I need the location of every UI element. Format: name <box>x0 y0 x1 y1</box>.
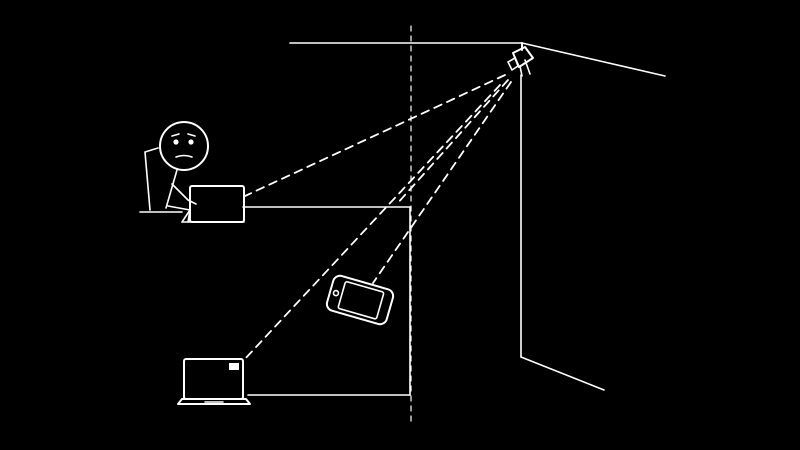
dashed-sight-lines <box>243 74 512 361</box>
sight-line-phone-1 <box>395 79 509 206</box>
ceiling-camera-icon <box>507 42 534 77</box>
room-walls <box>289 42 666 391</box>
desk-outline <box>242 206 411 396</box>
stick-figure-icon <box>139 121 209 223</box>
chair-back <box>144 147 159 211</box>
sight-line-laptop <box>244 74 506 197</box>
person-head <box>159 121 209 171</box>
sight-line-phone-2 <box>372 81 512 284</box>
floor-edge-right <box>520 356 605 391</box>
smartphone-icon <box>325 274 395 326</box>
laptop-open-icon <box>181 185 245 223</box>
person-mouth <box>175 154 193 158</box>
ceiling-edge-right <box>521 42 666 77</box>
laptop-floor-base <box>177 398 251 405</box>
person-arm <box>171 183 197 205</box>
laptop-floor-screen-highlight <box>229 363 239 370</box>
laptop-front-icon <box>177 358 251 405</box>
laptop-lid <box>189 185 245 223</box>
person-eye-left <box>173 139 179 145</box>
person-body <box>165 169 178 209</box>
phone-body <box>325 274 395 326</box>
sight-line-floor-laptop <box>243 84 501 361</box>
phone-button <box>332 289 340 297</box>
phone-screen <box>337 280 385 320</box>
person-eye-right <box>188 139 194 145</box>
